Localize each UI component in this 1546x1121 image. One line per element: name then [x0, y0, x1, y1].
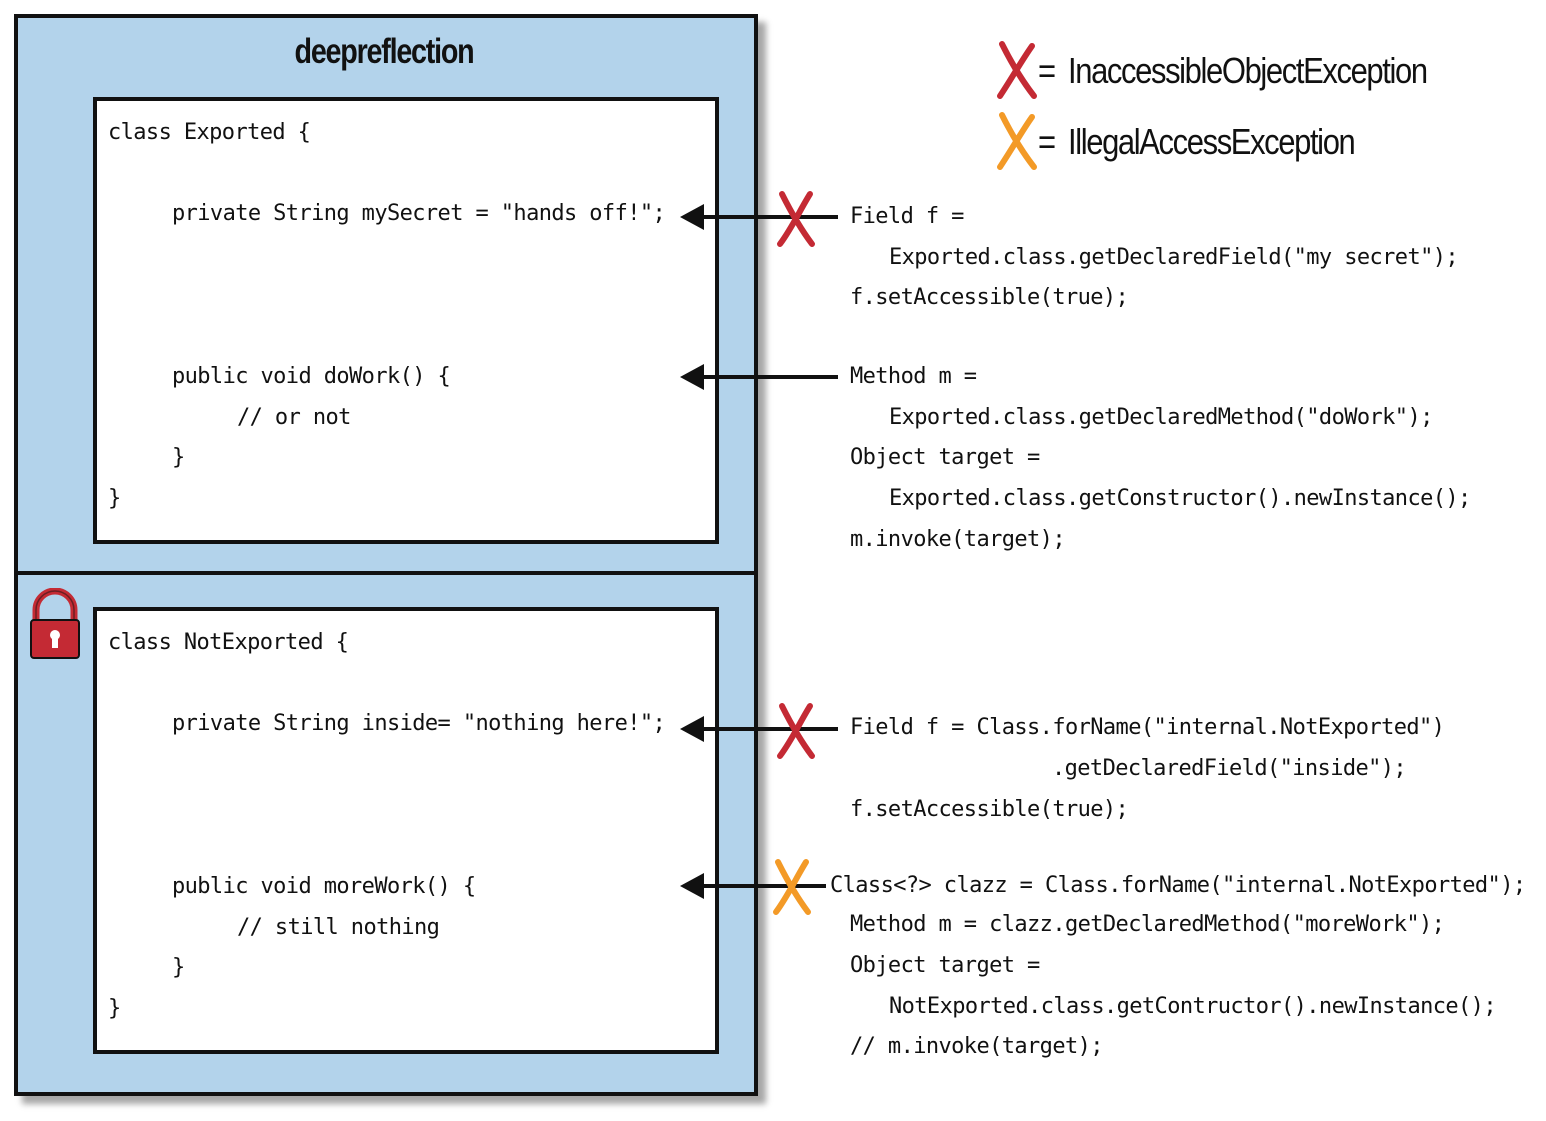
- snippet2-line5: m.invoke(target);: [850, 527, 1066, 552]
- arrow-method-dowork-head: [680, 364, 704, 390]
- orange-x-method-morework: [773, 859, 811, 915]
- module-title: deepreflection: [294, 32, 475, 71]
- arrow-method-morework-head: [680, 873, 704, 899]
- red-x-field-mysecret: [777, 191, 815, 247]
- arrow-field-inside-head: [680, 716, 704, 742]
- snippet4-line5: // m.invoke(target);: [850, 1034, 1104, 1059]
- snippet2-line2: Exported.class.getDeclaredMethod("doWork…: [889, 405, 1433, 430]
- red-x-field-inside: [777, 703, 815, 759]
- snippet2-line1: Method m =: [850, 364, 977, 389]
- snippet3-line1: Field f = Class.forName("internal.NotExp…: [850, 715, 1445, 740]
- snippet1-line1: Field f =: [850, 204, 964, 229]
- exported-method-comment: // or not: [237, 405, 351, 430]
- snippet4-line4: NotExported.class.getContructor().newIns…: [889, 994, 1497, 1019]
- lock-icon: [30, 588, 80, 659]
- exported-class-close: }: [108, 486, 121, 511]
- legend-equals-orange: =: [1038, 121, 1056, 162]
- not-exported-class-close: }: [108, 996, 121, 1021]
- not-exported-class-decl: class NotExported {: [108, 630, 349, 655]
- not-exported-class-box: [93, 607, 719, 1054]
- snippet2-line4: Exported.class.getConstructor().newInsta…: [889, 486, 1471, 511]
- not-exported-method-close: }: [172, 955, 185, 980]
- arrow-field-mysecret-head: [680, 204, 704, 230]
- snippet4-line2: Method m = clazz.getDeclaredMethod("more…: [850, 912, 1445, 937]
- snippet3-line3: f.setAccessible(true);: [850, 797, 1129, 822]
- snippet4-line3: Object target =: [850, 953, 1040, 978]
- exported-field-mysecret: private String mySecret = "hands off!";: [172, 201, 666, 226]
- not-exported-field-inside: private String inside= "nothing here!";: [172, 711, 666, 736]
- exported-method-close: }: [172, 445, 185, 470]
- snippet1-line3: f.setAccessible(true);: [850, 285, 1129, 310]
- exported-method-dowork: public void doWork() {: [172, 364, 451, 389]
- exported-class-box: [93, 97, 719, 544]
- legend-red-label: InaccessibleObjectException: [1068, 50, 1428, 91]
- snippet2-line3: Object target =: [850, 445, 1040, 470]
- exported-class-decl: class Exported {: [108, 120, 311, 145]
- not-exported-method-comment: // still nothing: [237, 915, 440, 940]
- legend-orange-label: IllegalAccessException: [1068, 121, 1356, 162]
- package-divider: [14, 571, 754, 575]
- snippet3-line2: .getDeclaredField("inside");: [1052, 756, 1407, 781]
- snippet1-line2: Exported.class.getDeclaredField("my secr…: [889, 245, 1459, 270]
- snippet4-line1: Class<?> clazz = Class.forName("internal…: [830, 873, 1526, 898]
- not-exported-method-morework: public void moreWork() {: [172, 874, 476, 899]
- legend-equals-red: =: [1038, 50, 1056, 91]
- orange-x-icon: [997, 112, 1037, 170]
- red-x-icon: [997, 41, 1037, 99]
